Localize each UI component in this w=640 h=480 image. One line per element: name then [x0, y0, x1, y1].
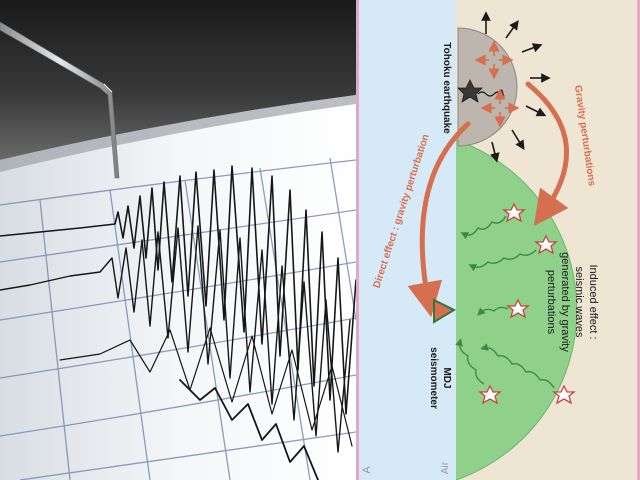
- induced-effect-line-3: generated by gravity: [559, 252, 571, 352]
- gravity-arrows: [407, 81, 569, 318]
- perturbation-marker-upper: [474, 40, 514, 80]
- star-source-icon: [478, 384, 502, 405]
- perturbation-marker-lower: [480, 88, 520, 128]
- air-label: Air: [440, 461, 451, 474]
- seismic-trace: [0, 165, 356, 480]
- star-source-icon: [457, 79, 483, 103]
- corner-label: A: [361, 466, 373, 474]
- station-type-label: seismometer: [428, 347, 439, 409]
- station-name-label: MDJ: [441, 367, 452, 388]
- recorder-drum: [0, 0, 356, 172]
- recording-needle: [0, 21, 120, 179]
- triangle-station-icon: [433, 298, 457, 324]
- gravity-perturbation-diagram: Tohoku earthquake Direct effect : gravit…: [356, 0, 640, 480]
- direct-effect-arrow: [407, 121, 471, 318]
- star-source-icon: [506, 298, 530, 319]
- earthquake-label: Tohoku earthquake: [441, 42, 452, 134]
- wavy-arrow-icon: [477, 306, 509, 316]
- earthquake-source: [457, 40, 520, 128]
- wavy-arrow-icon: [455, 338, 485, 385]
- induced-effect-caption: Induced effect : seismic waves generated…: [545, 252, 599, 352]
- station-caption: MDJ seismometer: [428, 347, 452, 409]
- induced-effect-line-4: perturbations: [545, 270, 557, 335]
- seismograph-photo: [0, 0, 356, 480]
- induced-source: [460, 202, 526, 240]
- induced-effect-line-2: seismic waves: [573, 267, 585, 338]
- left-border: [356, 0, 359, 480]
- wavy-arrow-icon: [468, 249, 537, 272]
- wavy-arrow-icon: [460, 215, 507, 240]
- air-region: [356, 0, 456, 480]
- wavy-arrow-icon: [480, 343, 555, 389]
- induced-source: [455, 338, 502, 405]
- induced-effect-line-1: Induced effect :: [587, 264, 599, 339]
- induced-source: [468, 234, 558, 272]
- radiation-arrows: [481, 11, 551, 163]
- star-source-icon: [552, 384, 576, 405]
- induced-sources: [455, 202, 576, 405]
- gravity-perturbations-arrow: [525, 81, 569, 227]
- star-source-icon: [502, 202, 526, 223]
- right-border: [637, 0, 640, 480]
- star-source-icon: [534, 234, 558, 255]
- induced-source: [477, 298, 530, 319]
- induced-source: [480, 343, 576, 405]
